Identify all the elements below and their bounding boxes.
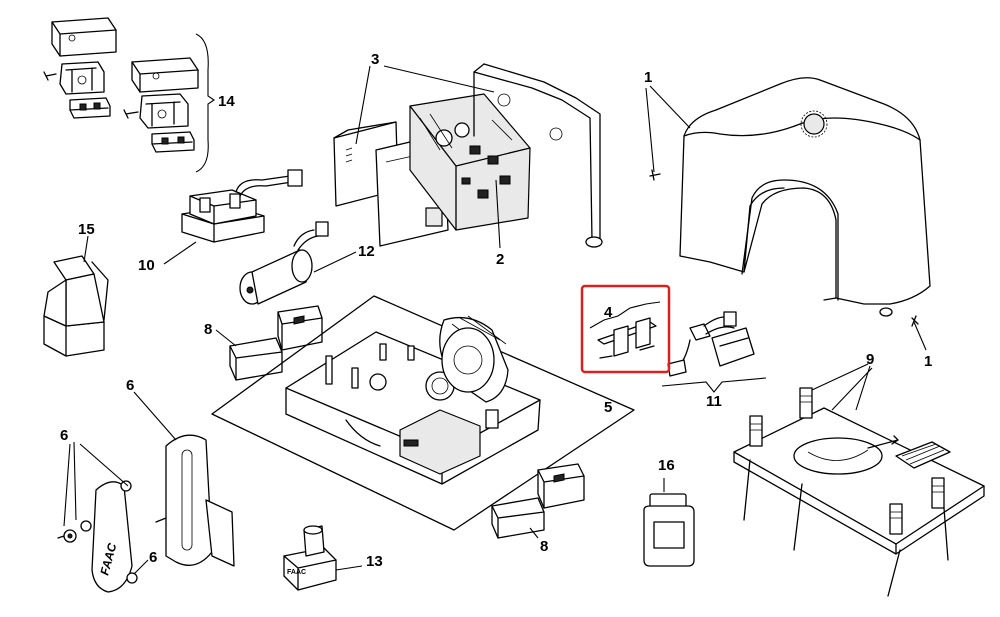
callout-15: 15: [78, 221, 95, 238]
callout-labels: 1 1 2 3 4 5 6 6 6 8 8 9 10 11 12 13 14 1…: [60, 51, 932, 570]
callout-13: 13: [366, 553, 383, 570]
callout-8-bottom: 8: [540, 538, 548, 555]
part-8-stop-top: [229, 305, 323, 381]
callout-1-bottom: 1: [924, 353, 932, 370]
callout-9: 9: [866, 351, 874, 368]
callout-14: 14: [218, 93, 235, 110]
part-15-packaging-box: [43, 255, 109, 357]
callout-11: 11: [706, 393, 722, 410]
part-10-transformer: [181, 169, 303, 243]
callout-3: 3: [371, 51, 379, 68]
callout-5: 5: [604, 399, 612, 416]
part-3-frame: [473, 63, 603, 248]
callout-6-left: 6: [60, 427, 68, 444]
callout-8-top: 8: [204, 321, 212, 338]
part-14-limit-switch-assemblies: [43, 17, 215, 173]
part-5-gearmotor-base: [211, 295, 635, 531]
callout-6-main: 6: [126, 377, 134, 394]
callout-2: 2: [496, 251, 504, 268]
callout-16: 16: [658, 457, 675, 474]
part-4-magnet-bracket: [580, 284, 671, 374]
part-6-release-lock: FAAC: [57, 434, 235, 593]
callout-12: 12: [358, 243, 375, 260]
part-8-stop-bottom: [491, 463, 585, 539]
block-text: FAAC: [287, 569, 306, 576]
part-2-electronic-board: [409, 93, 531, 231]
part-9-foundation-plate: [733, 387, 985, 597]
part-12-motor: [239, 221, 329, 305]
callout-1-top: 1: [644, 69, 652, 86]
part-13-key-block: FAAC: [283, 525, 337, 591]
part-11-sensor-wiring: [661, 311, 767, 393]
part-16-grease-jar: [643, 493, 695, 567]
part-1-cover: [649, 77, 931, 327]
highlight-box: [580, 284, 671, 374]
callout-6-screw: 6: [149, 549, 157, 566]
callout-10: 10: [138, 257, 155, 274]
leader-lines: [63, 65, 927, 575]
callout-4: 4: [604, 304, 613, 321]
